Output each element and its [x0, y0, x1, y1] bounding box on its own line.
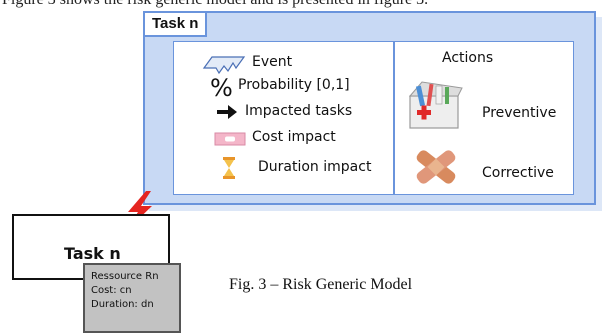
figure-caption: Fig. 3 – Risk Generic Model	[229, 276, 413, 293]
small-task-title: Task n	[64, 244, 121, 263]
legend-impacted-tasks-label: Impacted tasks	[245, 103, 353, 119]
preventive-label: Preventive	[482, 105, 557, 121]
arrow-right-icon	[217, 105, 237, 119]
legend-duration-impact-label: Duration impact	[258, 159, 372, 175]
legend-probability-label: Probability [0,1]	[238, 77, 350, 93]
actions-title: Actions	[442, 50, 494, 66]
corrective-label: Corrective	[482, 165, 554, 181]
resource-box: Ressource Rn Cost: cn Duration: dn	[83, 263, 181, 333]
task-risk-panel: Task n Event % Probability [0,1] Impacte…	[143, 11, 596, 205]
percent-icon: %	[210, 74, 233, 102]
cost-line: Cost: cn	[91, 285, 132, 296]
banknote-icon	[214, 132, 246, 146]
risk-definition-box: Event % Probability [0,1] Impacted tasks…	[173, 41, 574, 195]
bandage-icon	[416, 150, 456, 184]
clipped-header-text: Figure 3 shows the risk generic model an…	[0, 0, 605, 12]
header-fragment: Figure 3 shows the risk generic model an…	[2, 0, 428, 9]
resource-line: Ressource Rn	[91, 271, 159, 282]
column-divider	[393, 42, 395, 194]
first-aid-kit-icon	[408, 81, 463, 129]
panel-title: Task n	[145, 13, 208, 37]
hourglass-icon	[223, 157, 235, 179]
legend-cost-impact-label: Cost impact	[252, 129, 336, 145]
duration-line: Duration: dn	[91, 299, 154, 310]
lightning-ribbon-icon	[202, 56, 246, 75]
legend-event-label: Event	[252, 54, 293, 70]
